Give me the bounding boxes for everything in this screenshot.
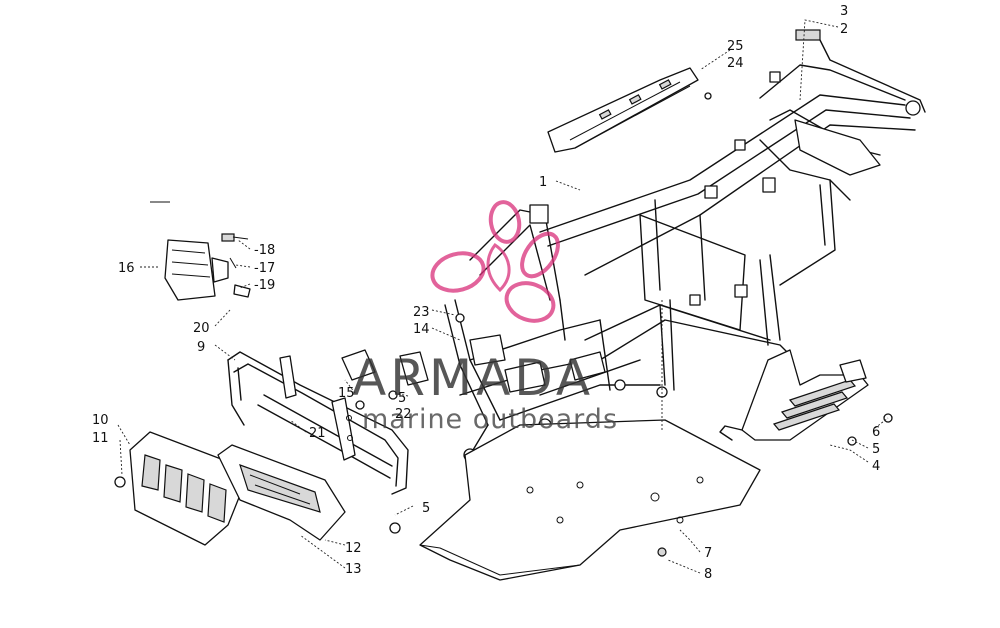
brand-logo-icon: [430, 200, 560, 323]
front-bumper: [227, 351, 409, 495]
misc-mounts: [341, 29, 821, 410]
headlight-assembly: [150, 201, 251, 301]
grille-plate: [217, 444, 401, 541]
callout-15: 15: [338, 386, 355, 401]
callout-9: 9: [197, 340, 205, 355]
callout-25: 25: [727, 39, 744, 54]
brand-name: ARMADA: [352, 349, 594, 407]
callout-16: 16: [118, 261, 135, 276]
callout-6: 6: [872, 425, 880, 440]
callout-4: 4: [872, 459, 880, 474]
callout-2: 2: [840, 22, 848, 37]
frame-assembly: [444, 39, 926, 462]
callout-14: 14: [413, 322, 430, 337]
callout-13: 13: [345, 562, 362, 577]
brand-watermark: ARMADA marine outboards: [352, 200, 618, 435]
callout-5-mount: 5: [398, 391, 406, 406]
callout-5-footrest: 5: [872, 442, 880, 457]
callout-5-bumper: 5: [422, 501, 430, 516]
callout-7: 7: [704, 546, 712, 561]
callout-10: 10: [92, 413, 109, 428]
leader-lines: [117, 19, 889, 574]
skid-plate: [419, 419, 761, 581]
callout-3: 3: [840, 4, 848, 19]
callout-11: 11: [92, 431, 109, 446]
callout-labels: 1 2 3 4 5 5 5 6 7 8 9 10 11 12 13 14 15 …: [92, 4, 880, 582]
callout-1: 1: [539, 175, 547, 190]
callout-21: 21: [309, 426, 326, 441]
callout-19: -19: [254, 278, 275, 293]
callout-22: 22: [395, 407, 412, 422]
callout-24: 24: [727, 56, 744, 71]
callout-18: -18: [254, 243, 275, 258]
callout-17: -17: [254, 261, 275, 276]
brand-tagline: marine outboards: [362, 404, 618, 435]
callout-12: 12: [345, 541, 362, 556]
callout-23: 23: [413, 305, 430, 320]
footrest: [719, 349, 893, 446]
callout-8: 8: [704, 567, 712, 582]
callout-20: 20: [193, 321, 210, 336]
heat-shield: [547, 67, 699, 153]
